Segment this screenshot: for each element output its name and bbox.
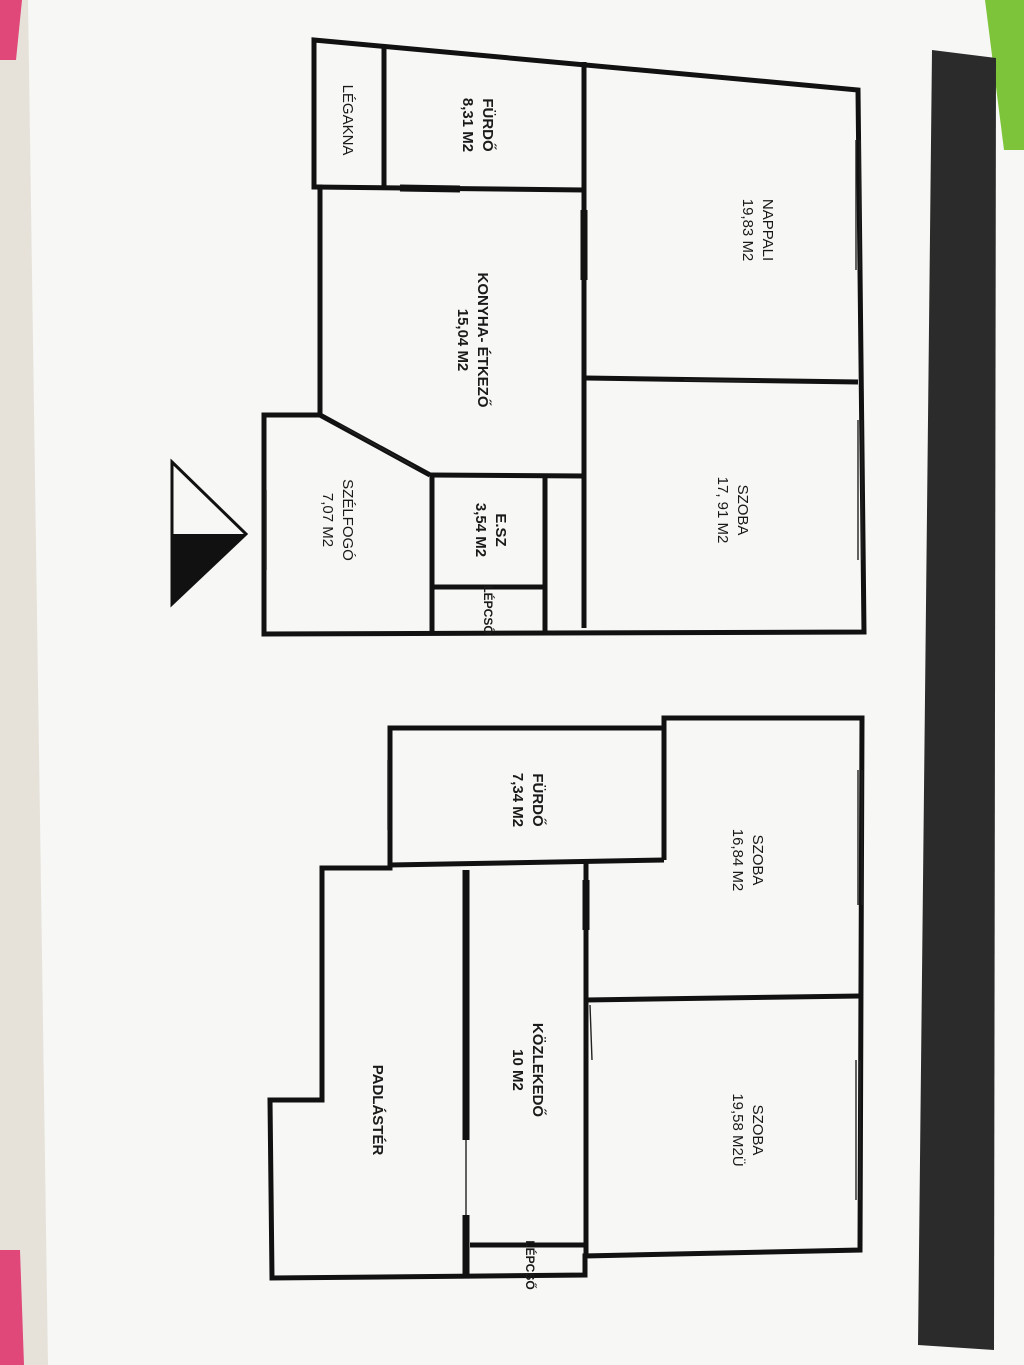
- label-szelfogo: SZÉLFOGÓ7,07 M2: [319, 479, 356, 561]
- label-furdo-2: FÜRDŐ7,34 M2: [509, 773, 547, 827]
- floor-plan-2: [267, 715, 865, 1281]
- label-padlaster: PADLÁSTÉR: [369, 1065, 386, 1156]
- door-szoba3: [589, 1004, 593, 1061]
- label-lepcso-1: LÉPCSŐ: [481, 585, 496, 634]
- wall-szoba-divider: [585, 993, 861, 1003]
- dark-band: [918, 50, 996, 1350]
- door-nappali-szoba: [683, 379, 761, 382]
- plan2-outline: [267, 715, 865, 1281]
- label-lepcso-2: LÉPCSŐ: [523, 1240, 538, 1289]
- label-szoba-2: SZOBA16,84 M2: [729, 829, 766, 892]
- pink-accent: [0, 0, 22, 60]
- label-konyha: KONYHA- ÉTKEZŐ15,04 M2: [454, 273, 492, 408]
- label-szoba-3: SZOBA19,58 M2Ü: [729, 1093, 766, 1166]
- green-accent: [985, 0, 1024, 150]
- label-legakna: LÉGAKNA: [339, 85, 356, 156]
- label-furdo-1: FÜRDŐ8,31 M2: [459, 98, 497, 152]
- door-furdo: [399, 184, 461, 193]
- window-diagonal: [339, 424, 416, 468]
- north-arrow-icon: [170, 458, 249, 608]
- wall-furdo2-bottom: [389, 857, 665, 868]
- pink-accent-bottom: [0, 1250, 24, 1365]
- wall-esz-top: [429, 472, 585, 479]
- floor-plan-1: [261, 37, 867, 637]
- label-kozlekedo: KÖZLEKEDŐ10 M2: [509, 1023, 547, 1118]
- label-szoba-1: SZOBA17, 91 M2: [714, 477, 751, 544]
- label-nappali: NAPPALI19,83 M2: [739, 199, 776, 262]
- label-esz: E.SZ3,54 M2: [472, 503, 509, 557]
